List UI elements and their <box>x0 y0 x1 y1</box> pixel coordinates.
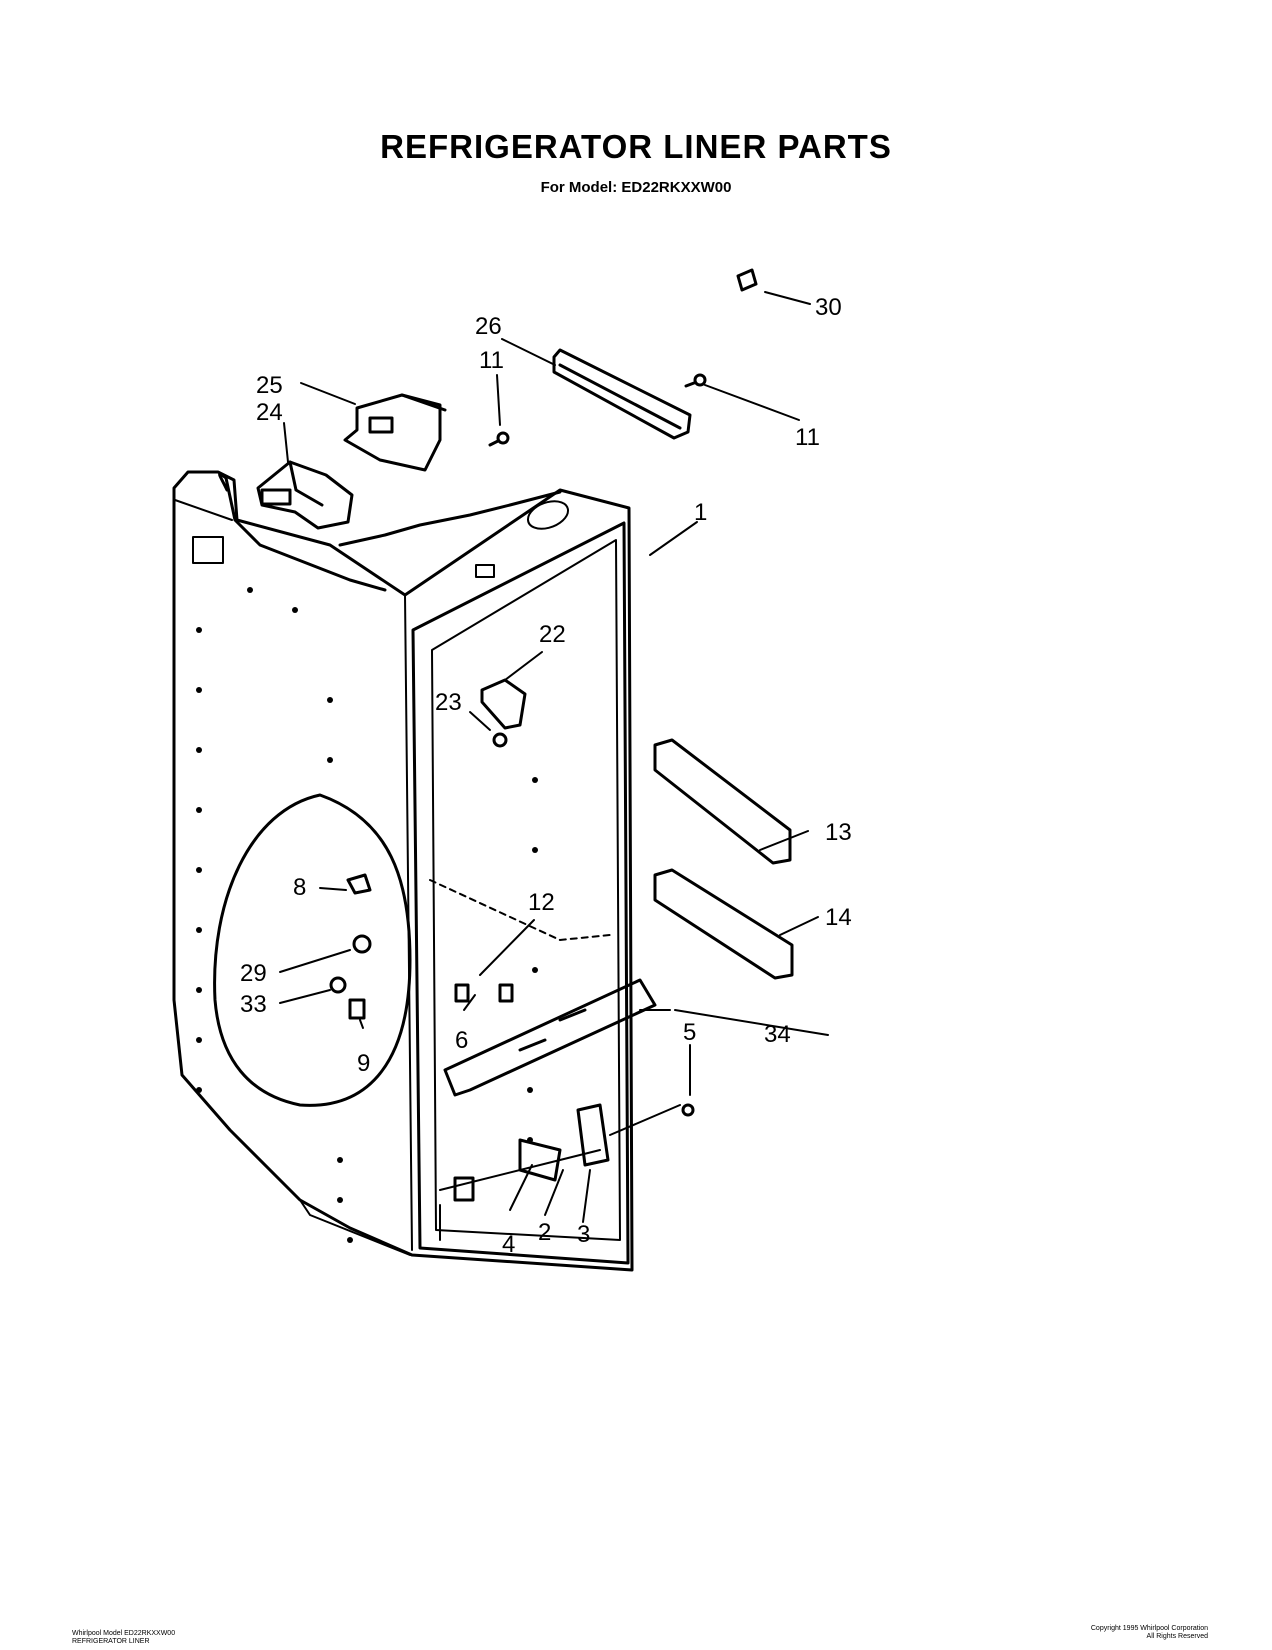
footer-right: Copyright 1995 Whirlpool Corporation All… <box>1091 1625 1208 1641</box>
wire-harness <box>213 472 412 1107</box>
callout-25: 25 <box>256 372 283 399</box>
callout-12: 12 <box>528 889 555 916</box>
callout-22: 22 <box>539 621 566 648</box>
callout-1: 1 <box>694 499 707 526</box>
callout-24: 24 <box>256 399 283 426</box>
part-26-rail <box>552 348 692 440</box>
callout-29: 29 <box>240 960 267 987</box>
part-2-block <box>518 1138 562 1182</box>
part-34-cover <box>443 978 657 1097</box>
screw-11-right <box>684 373 707 388</box>
part-33-bulb <box>329 976 347 994</box>
footer-left: Whirlpool Model ED22RKXXW00 REFRIGERATOR… <box>72 1630 175 1646</box>
part-3-bracket <box>576 1103 610 1167</box>
callout-34: 34 <box>764 1021 791 1048</box>
part-14-rail <box>653 868 794 980</box>
part-9-switch <box>348 998 366 1020</box>
footer-copyright: Copyright 1995 Whirlpool Corporation <box>1090 1625 1208 1632</box>
callout-5: 5 <box>683 1019 696 1046</box>
callout-13: 13 <box>825 819 852 846</box>
liner-body <box>172 470 634 1272</box>
callout-14: 14 <box>825 904 852 931</box>
callout-11-left: 11 <box>479 347 504 374</box>
page-title: REFRIGERATOR LINER PARTS <box>380 128 892 165</box>
part-8-clip <box>346 873 372 895</box>
callout-3: 3 <box>577 1221 590 1248</box>
callout-6: 6 <box>455 1027 468 1054</box>
callout-30: 30 <box>815 294 842 321</box>
footer-left-section: REFRIGERATOR LINER <box>72 1638 150 1645</box>
leader-lines <box>279 291 829 1223</box>
callout-33: 33 <box>240 991 267 1018</box>
callout-11-right: 11 <box>795 424 820 451</box>
part-12-fastener <box>454 983 514 1003</box>
part-24-housing <box>256 460 354 530</box>
callout-9: 9 <box>357 1050 370 1077</box>
callout-4: 4 <box>502 1231 515 1258</box>
footer-rights: All Rights Reserved <box>1146 1633 1208 1640</box>
callout-23: 23 <box>435 689 462 716</box>
part-25-bracket <box>343 393 447 472</box>
model-subtitle: For Model: ED22RKXXW00 <box>540 179 732 196</box>
callout-26: 26 <box>475 313 502 340</box>
part-30-clip <box>736 268 758 292</box>
part-23-screw <box>492 732 508 748</box>
callout-8: 8 <box>293 874 306 901</box>
part-22-bracket <box>480 678 527 730</box>
screw-11-left <box>488 431 510 447</box>
part-29-socket <box>352 934 372 954</box>
part-5-screw <box>681 1103 695 1117</box>
part-4-block <box>453 1176 475 1202</box>
footer-left-model: Whirlpool Model ED22RKXXW00 <box>72 1630 176 1637</box>
callout-2: 2 <box>538 1219 551 1246</box>
part-13-rail <box>653 738 792 865</box>
